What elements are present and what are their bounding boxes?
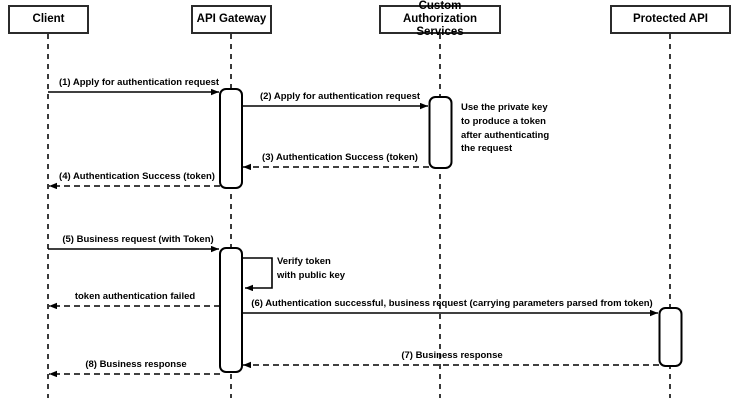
lifelines bbox=[47, 34, 671, 398]
activation-gateway-business bbox=[219, 247, 243, 373]
message-label-m5: (5) Business request (with Token) bbox=[62, 234, 214, 245]
self-message-label-verify-token-line2: with public key bbox=[277, 270, 346, 281]
actor-label-client: Client bbox=[32, 12, 65, 25]
actor-box-client[interactable]: Client bbox=[8, 5, 89, 34]
actor-label-api-gateway: API Gateway bbox=[196, 12, 267, 25]
message-label-token-authentication-failed: token authentication failed bbox=[74, 291, 196, 302]
activation-bars bbox=[219, 88, 683, 373]
message-label-m8: (8) Business response bbox=[85, 359, 187, 370]
activation-gateway-auth bbox=[219, 88, 243, 189]
message-label-m7: (7) Business response bbox=[401, 350, 503, 361]
actor-box-custom-authorization-services[interactable]: Custom Authorization Services bbox=[379, 0, 501, 38]
actor-label-custom-authorization-services: Custom Authorization Services bbox=[402, 0, 478, 39]
activation-auth-service bbox=[428, 96, 453, 169]
message-label-m4: (4) Authentication Success (token) bbox=[59, 171, 215, 182]
actor-box-protected-api[interactable]: Protected API bbox=[610, 5, 731, 34]
message-label-m1: (1) Apply for authentication request bbox=[58, 77, 220, 88]
actor-box-api-gateway[interactable]: API Gateway bbox=[191, 5, 272, 34]
note-private-key: Use the private key to produce a token a… bbox=[461, 102, 550, 155]
message-label-m6: (6) Authentication successful, business … bbox=[251, 298, 653, 309]
message-label-m3: (3) Authentication Success (token) bbox=[262, 152, 418, 163]
message-label-m2: (2) Apply for authentication request bbox=[259, 91, 421, 102]
actor-label-protected-api: Protected API bbox=[633, 12, 708, 25]
self-message-verify-token bbox=[242, 257, 273, 292]
message-arrows bbox=[48, 88, 659, 378]
activation-protected-api-call bbox=[658, 307, 683, 367]
self-message-label-verify-token-line1: Verify token bbox=[277, 256, 331, 267]
